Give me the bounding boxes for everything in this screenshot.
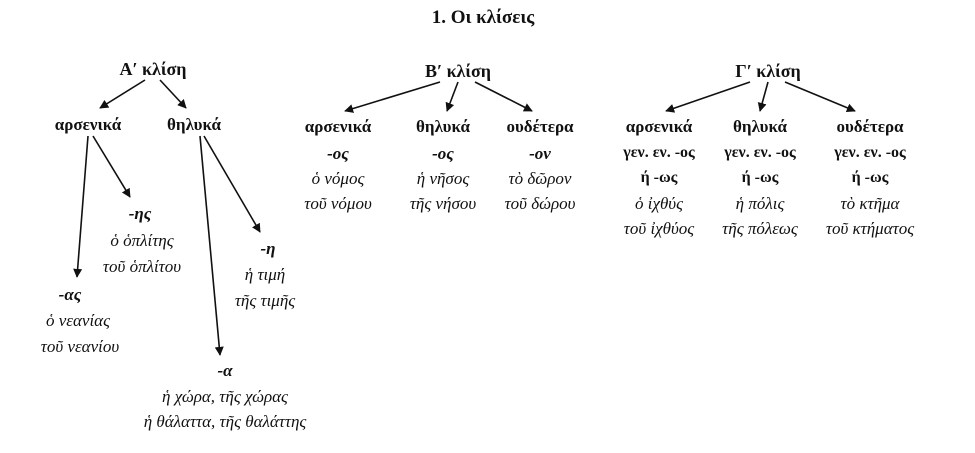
decl-c-masc-gen: γεν. εν. -ος	[623, 144, 695, 161]
decl-a-fem-eta-ending: -η	[260, 239, 276, 258]
arrow-c-to-masc	[665, 81, 751, 113]
arrow-b-to-neut	[474, 81, 533, 112]
decl-a-masc-as-ending: -ας	[58, 285, 82, 304]
decl-a-fem-eta-example-1: ἡ τιμή	[244, 265, 286, 284]
arrow-masc-to-es	[92, 135, 131, 198]
decl-a-masc-es-ending: -ης	[128, 204, 152, 223]
decl-a-masc-as-example-1: ὁ νεανίας	[45, 311, 111, 330]
decl-b-fem-example-2: τῆς νήσου	[409, 194, 477, 213]
decl-b-neut-ending: -ον	[529, 144, 551, 163]
decl-a-heading: Α′ κλίση	[119, 59, 187, 79]
decl-a-fem-alpha-ending: -α	[217, 361, 233, 380]
decl-b-neut-label: ουδέτερα	[506, 117, 574, 136]
decl-c-masc-label: αρσενικά	[625, 117, 693, 136]
decl-c-fem-example-1: ἡ πόλις	[735, 194, 785, 213]
decl-c-fem-example-2: τῆς πόλεως	[722, 219, 798, 238]
decl-c-heading: Γ′ κλίση	[735, 61, 801, 81]
decl-b-masc-ending: -ος	[327, 144, 349, 163]
decl-c-fem-or: ή -ως	[741, 169, 779, 186]
decl-a-fem-alpha-example-1: ἡ χώρα, τῆς χώρας	[162, 387, 288, 406]
decl-b-masc-label: αρσενικά	[304, 117, 372, 136]
decl-b-heading: Β′ κλίση	[425, 61, 491, 81]
arrow-fem-to-alpha	[199, 135, 224, 356]
decl-a-fem-alpha-example-2: ἡ θάλαττα, τῆς θαλάττης	[143, 412, 307, 431]
arrow-a-to-fem	[159, 79, 187, 109]
arrow-a-to-masc	[99, 79, 146, 109]
arrow-masc-to-as	[73, 135, 89, 278]
decl-c-masc-or: ή -ως	[640, 169, 678, 186]
decl-b-neut-example-2: τοῦ δώρου	[504, 194, 576, 213]
decl-b-fem-ending: -ος	[432, 144, 454, 163]
decl-a-fem-eta-example-2: τῆς τιμῆς	[234, 291, 296, 310]
decl-a-masc-es-example-1: ὁ ὁπλίτης	[110, 231, 174, 250]
arrow-b-to-fem	[445, 81, 459, 112]
decl-c-neut-gen: γεν. εν. -ος	[834, 144, 906, 161]
decl-b-neut-example-1: τὸ δῶρον	[508, 169, 572, 188]
decl-b-masc-example-2: τοῦ νόμου	[304, 194, 372, 213]
decl-a-masc-as-example-2: τοῦ νεανίου	[40, 337, 120, 356]
decl-c-fem-gen: γεν. εν. -ος	[724, 144, 796, 161]
decl-c-masc-example-2: τοῦ ἰχθύος	[623, 219, 695, 238]
decl-a-fem-label: θηλυκά	[167, 115, 221, 134]
arrow-b-to-masc	[344, 81, 441, 113]
decl-b-masc-example-1: ὁ νόμος	[311, 169, 365, 188]
decl-c-neut-label: ουδέτερα	[836, 117, 904, 136]
decl-c-neut-example-1: τὸ κτῆμα	[840, 194, 900, 213]
arrow-c-to-neut	[784, 81, 856, 113]
decl-c-masc-example-1: ὁ ἰχθύς	[634, 194, 684, 213]
decl-c-neut-example-2: τοῦ κτήματος	[825, 219, 915, 238]
decl-c-fem-label: θηλυκά	[733, 117, 787, 136]
arrow-c-to-fem	[757, 81, 769, 112]
decl-c-neut-or: ή -ως	[851, 169, 889, 186]
decl-a-masc-es-example-2: τοῦ ὁπλίτου	[102, 257, 182, 276]
decl-a-masc-label: αρσενικά	[54, 115, 122, 134]
page-title: 1. Οι κλίσεις	[431, 7, 535, 28]
decl-b-fem-example-1: ἡ νῆσος	[416, 169, 470, 188]
decl-b-fem-label: θηλυκά	[416, 117, 470, 136]
arrow-fem-to-eta	[203, 135, 261, 233]
